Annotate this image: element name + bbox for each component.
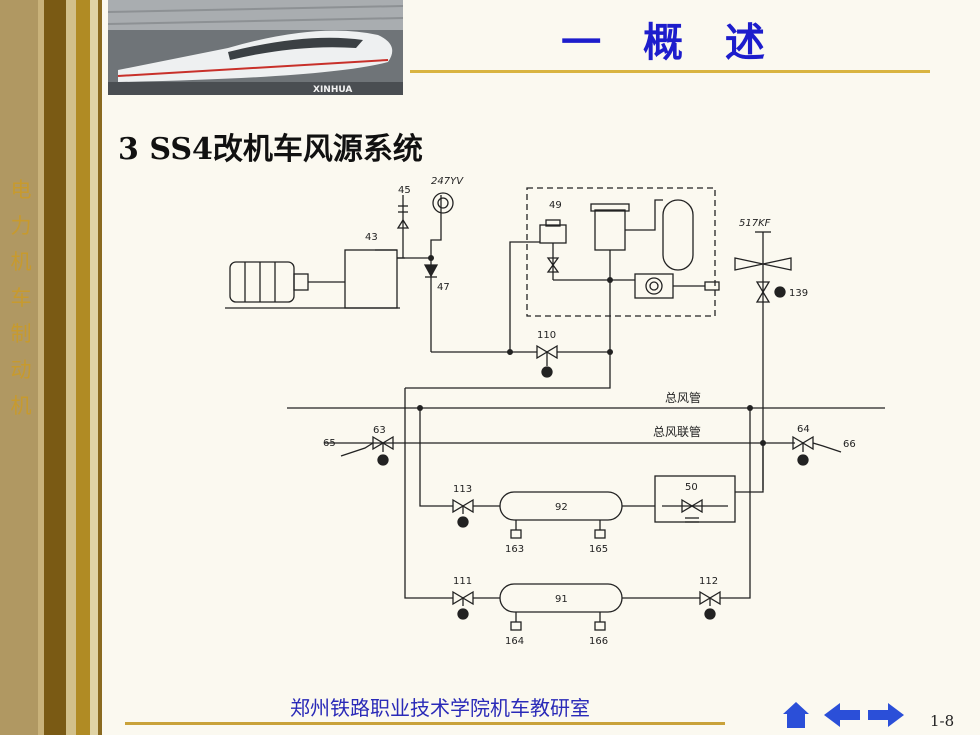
photo-caption: XINHUA xyxy=(313,85,352,95)
label-247yv: 247YV xyxy=(431,176,464,187)
label-47: 47 xyxy=(437,282,450,293)
label-91: 91 xyxy=(555,594,568,605)
slide-title: 一 概 述 xyxy=(561,20,779,66)
sidebar-char: 车 xyxy=(10,286,32,310)
sidebar-vertical-text: 电 力 机 车 制 动 机 xyxy=(6,172,36,424)
label-49: 49 xyxy=(549,200,562,211)
arrow-left-icon[interactable] xyxy=(822,700,862,730)
air-system-schematic: 45 247YV 43 47 49 517KF 139 110 总风管 总风联管… xyxy=(225,176,885,647)
sidebar-char: 机 xyxy=(10,394,32,418)
label-113: 113 xyxy=(453,484,472,495)
label-45: 45 xyxy=(398,185,411,196)
sidebar-char: 机 xyxy=(10,250,32,274)
label-main-pipe: 总风管 xyxy=(665,390,701,405)
footer-org-name: 郑州铁路职业技术学院机车教研室 xyxy=(290,696,590,720)
label-65: 65 xyxy=(323,438,336,449)
sidebar-stripes xyxy=(0,0,102,735)
label-64: 64 xyxy=(797,424,810,435)
label-main-link-pipe: 总风联管 xyxy=(653,424,701,439)
label-43: 43 xyxy=(365,232,378,243)
train-photo: XINHUA xyxy=(108,0,403,95)
motor-compressor xyxy=(225,249,405,309)
label-517kf: 517KF xyxy=(739,218,771,229)
sidebar-char: 电 xyxy=(10,178,32,202)
label-50: 50 xyxy=(685,482,698,493)
arrow-right-icon[interactable] xyxy=(866,700,906,730)
sidebar-char: 制 xyxy=(10,322,32,346)
label-112: 112 xyxy=(699,576,718,587)
label-164: 164 xyxy=(505,636,524,647)
label-165: 165 xyxy=(589,544,608,555)
label-63: 63 xyxy=(373,425,386,436)
home-icon[interactable] xyxy=(782,700,810,730)
label-166: 166 xyxy=(589,636,608,647)
title-underline xyxy=(410,70,930,73)
sidebar-char: 力 xyxy=(10,214,32,238)
footer-underline xyxy=(125,722,725,725)
label-163: 163 xyxy=(505,544,524,555)
label-92: 92 xyxy=(555,502,568,513)
page-number: 1-8 xyxy=(930,712,955,730)
label-139: 139 xyxy=(789,288,808,299)
section-heading: 3 SS4改机车风源系统 xyxy=(118,132,423,167)
label-66: 66 xyxy=(843,439,856,450)
label-111: 111 xyxy=(453,576,472,587)
label-110: 110 xyxy=(537,330,556,341)
sidebar-char: 动 xyxy=(10,358,32,382)
